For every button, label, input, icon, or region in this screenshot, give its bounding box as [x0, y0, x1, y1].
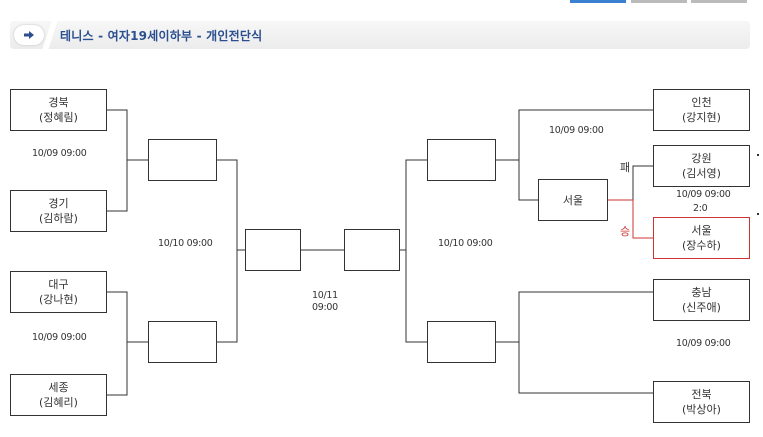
match-time: 10/09 09:00	[32, 332, 87, 343]
player-region: 충남	[691, 286, 712, 299]
final-slot-empty[interactable]	[344, 229, 400, 271]
final-time: 10/11 09:00	[312, 290, 338, 313]
qualifier-time: 10/09 09:00	[676, 189, 731, 200]
player-region: 경북	[48, 96, 69, 109]
final-slot-empty[interactable]	[245, 229, 301, 271]
arrow-right-icon	[14, 25, 44, 45]
player-region: 경기	[48, 197, 69, 210]
player-box[interactable]: 강원 (김서영)	[653, 145, 750, 187]
match-slot-empty[interactable]	[427, 139, 496, 181]
win-mark: 승	[620, 225, 631, 238]
match-slot-empty[interactable]	[148, 321, 217, 363]
player-name: (신주애)	[682, 301, 721, 314]
player-region: 강원	[691, 152, 712, 165]
player-box[interactable]: 경기 (김하람)	[10, 190, 107, 232]
page-title: 테니스 - 여자19세이하부 - 개인전단식	[60, 29, 263, 43]
player-name: (박상아)	[682, 403, 721, 416]
qualifier-score: 2:0	[693, 203, 708, 214]
player-name: (강지현)	[682, 111, 721, 124]
match-time: 10/10 09:00	[438, 238, 493, 249]
bullet-dot	[757, 213, 759, 215]
player-box[interactable]: 인천 (강지현)	[653, 89, 750, 131]
player-name: (강나현)	[39, 293, 78, 306]
match-slot-empty[interactable]	[427, 321, 496, 363]
player-region: 세종	[48, 381, 69, 394]
match-time: 10/09 09:00	[549, 125, 604, 136]
player-name: (장수하)	[682, 239, 721, 252]
player-region: 서울	[691, 224, 712, 237]
player-box[interactable]: 충남 (신주애)	[653, 279, 750, 321]
player-region: 전북	[691, 388, 712, 401]
player-name: (김서영)	[682, 167, 721, 180]
player-box[interactable]: 대구 (강나현)	[10, 271, 107, 313]
page-title-bar: 테니스 - 여자19세이하부 - 개인전단식	[10, 21, 750, 49]
player-box[interactable]: 전북 (박상아)	[653, 381, 750, 423]
player-box[interactable]: 경북 (정혜림)	[10, 89, 107, 131]
player-region: 대구	[48, 278, 69, 291]
player-name: (김하람)	[39, 212, 78, 225]
player-name: (정혜림)	[39, 111, 78, 124]
match-time: 10/09 09:00	[676, 338, 731, 349]
match-time: 10/10 09:00	[158, 238, 213, 249]
player-name: (김혜리)	[39, 396, 78, 409]
bullet-dot	[757, 154, 759, 156]
top-tab-gray-1[interactable]	[631, 0, 687, 3]
top-tab-blue[interactable]	[570, 0, 626, 3]
match-time: 10/09 09:00	[32, 148, 87, 159]
player-box-winner[interactable]: 서울 (장수하)	[653, 217, 750, 259]
qualifier-winner-box[interactable]: 서울	[538, 179, 608, 221]
player-box[interactable]: 세종 (김혜리)	[10, 374, 107, 416]
top-tab-gray-2[interactable]	[691, 0, 747, 3]
player-region: 인천	[691, 96, 712, 109]
winner-region: 서울	[562, 193, 584, 207]
loss-mark: 패	[620, 161, 631, 174]
match-slot-empty[interactable]	[148, 139, 217, 181]
